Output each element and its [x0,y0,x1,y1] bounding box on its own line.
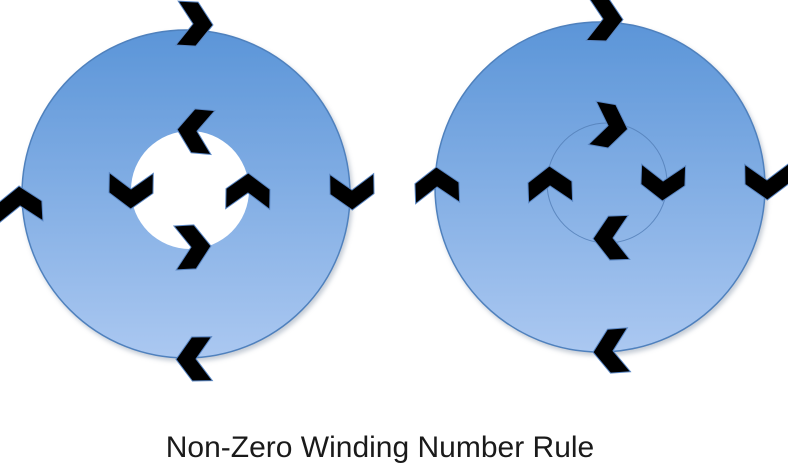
diagram-caption: Non-Zero Winding Number Rule [165,431,595,464]
figure-left-opposite-winding [0,0,375,382]
diagram-canvas [0,0,788,382]
left-center-hole [131,131,249,249]
figure-right-same-winding [413,0,788,375]
right-outer-circle [434,21,766,353]
